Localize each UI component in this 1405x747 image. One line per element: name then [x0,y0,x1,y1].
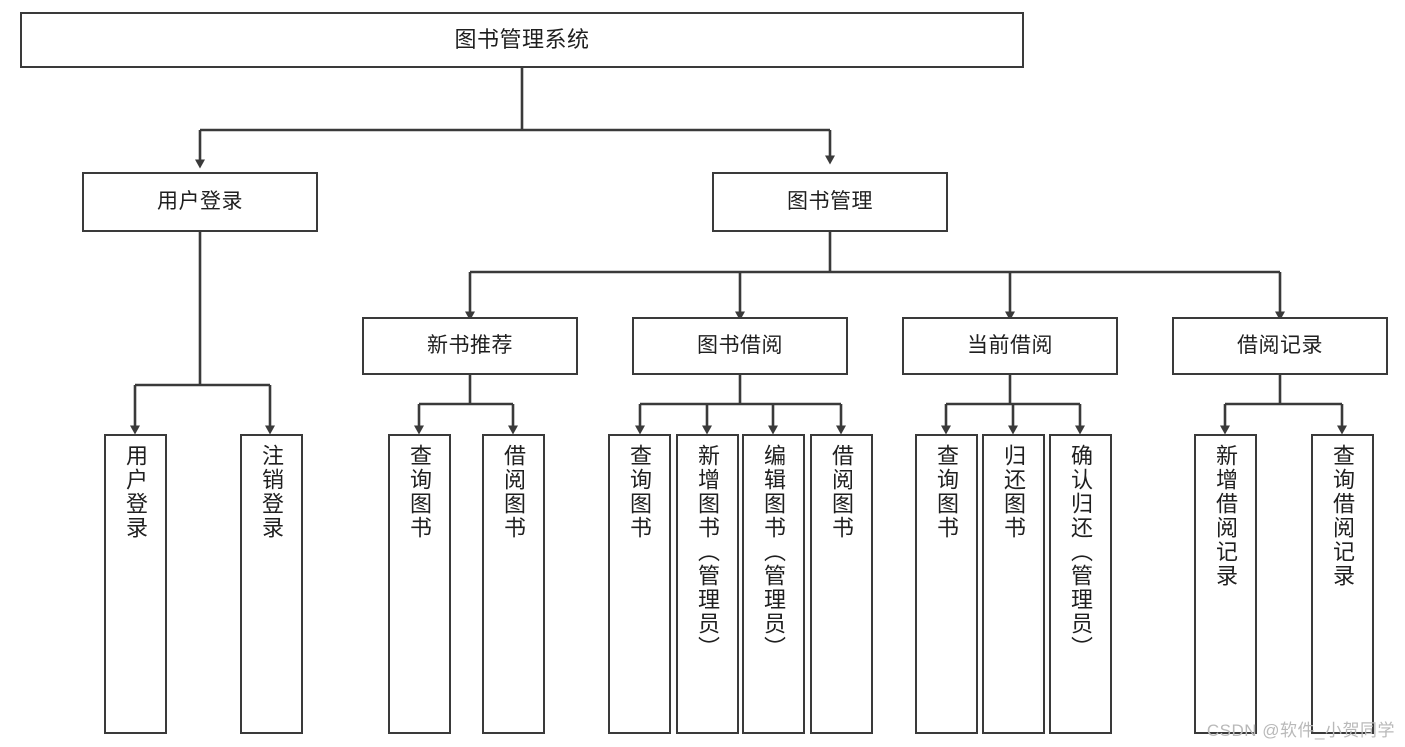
node-label: 用户登录 [157,190,243,214]
csdn-watermark: CSDN @软件_小贺同学 [1206,721,1395,740]
leaf-current-query-book[interactable]: 查询图书 [915,434,978,734]
node-label: 图书管理 [787,190,873,214]
node-book-management[interactable]: 图书管理 [712,172,948,232]
leaf-user-login-login[interactable]: 用户登录 [104,434,167,734]
node-label: 查询图书 [627,444,653,540]
leaf-borrow-edit-book-admin[interactable]: 编辑图书（管理员） [742,434,805,734]
node-label: 归还图书 [1001,444,1027,540]
node-label: 新增借阅记录 [1213,444,1239,588]
node-label: 查询图书 [934,444,960,540]
node-label: 新书推荐 [427,334,513,358]
node-new-book-recommend[interactable]: 新书推荐 [362,317,578,375]
node-current-borrow[interactable]: 当前借阅 [902,317,1118,375]
node-label: 注销登录 [259,444,285,540]
leaf-current-confirm-return-admin[interactable]: 确认归还（管理员） [1049,434,1112,734]
node-label: 编辑图书（管理员） [761,444,787,660]
node-label: 新增图书（管理员） [695,444,721,660]
node-book-borrow[interactable]: 图书借阅 [632,317,848,375]
node-label: 当前借阅 [967,334,1053,358]
node-label: 借阅图书 [829,444,855,540]
node-label: 确认归还（管理员） [1068,444,1094,660]
leaf-borrow-add-book-admin[interactable]: 新增图书（管理员） [676,434,739,734]
leaf-borrow-query-book[interactable]: 查询图书 [608,434,671,734]
node-user-login[interactable]: 用户登录 [82,172,318,232]
node-root-system[interactable]: 图书管理系统 [20,12,1024,68]
leaf-user-login-logout[interactable]: 注销登录 [240,434,303,734]
node-label: 图书管理系统 [454,26,590,52]
leaf-current-return-book[interactable]: 归还图书 [982,434,1045,734]
node-label: 图书借阅 [697,334,783,358]
leaf-record-query-record[interactable]: 查询借阅记录 [1311,434,1374,734]
leaf-recommend-borrow-book[interactable]: 借阅图书 [482,434,545,734]
leaf-record-add-record[interactable]: 新增借阅记录 [1194,434,1257,734]
node-label: 借阅图书 [501,444,527,540]
node-label: 用户登录 [123,444,149,540]
leaf-borrow-borrow-book[interactable]: 借阅图书 [810,434,873,734]
leaf-recommend-query-book[interactable]: 查询图书 [388,434,451,734]
node-label: 查询图书 [407,444,433,540]
node-borrow-record[interactable]: 借阅记录 [1172,317,1388,375]
node-label: 查询借阅记录 [1330,444,1356,588]
node-label: 借阅记录 [1237,334,1323,358]
